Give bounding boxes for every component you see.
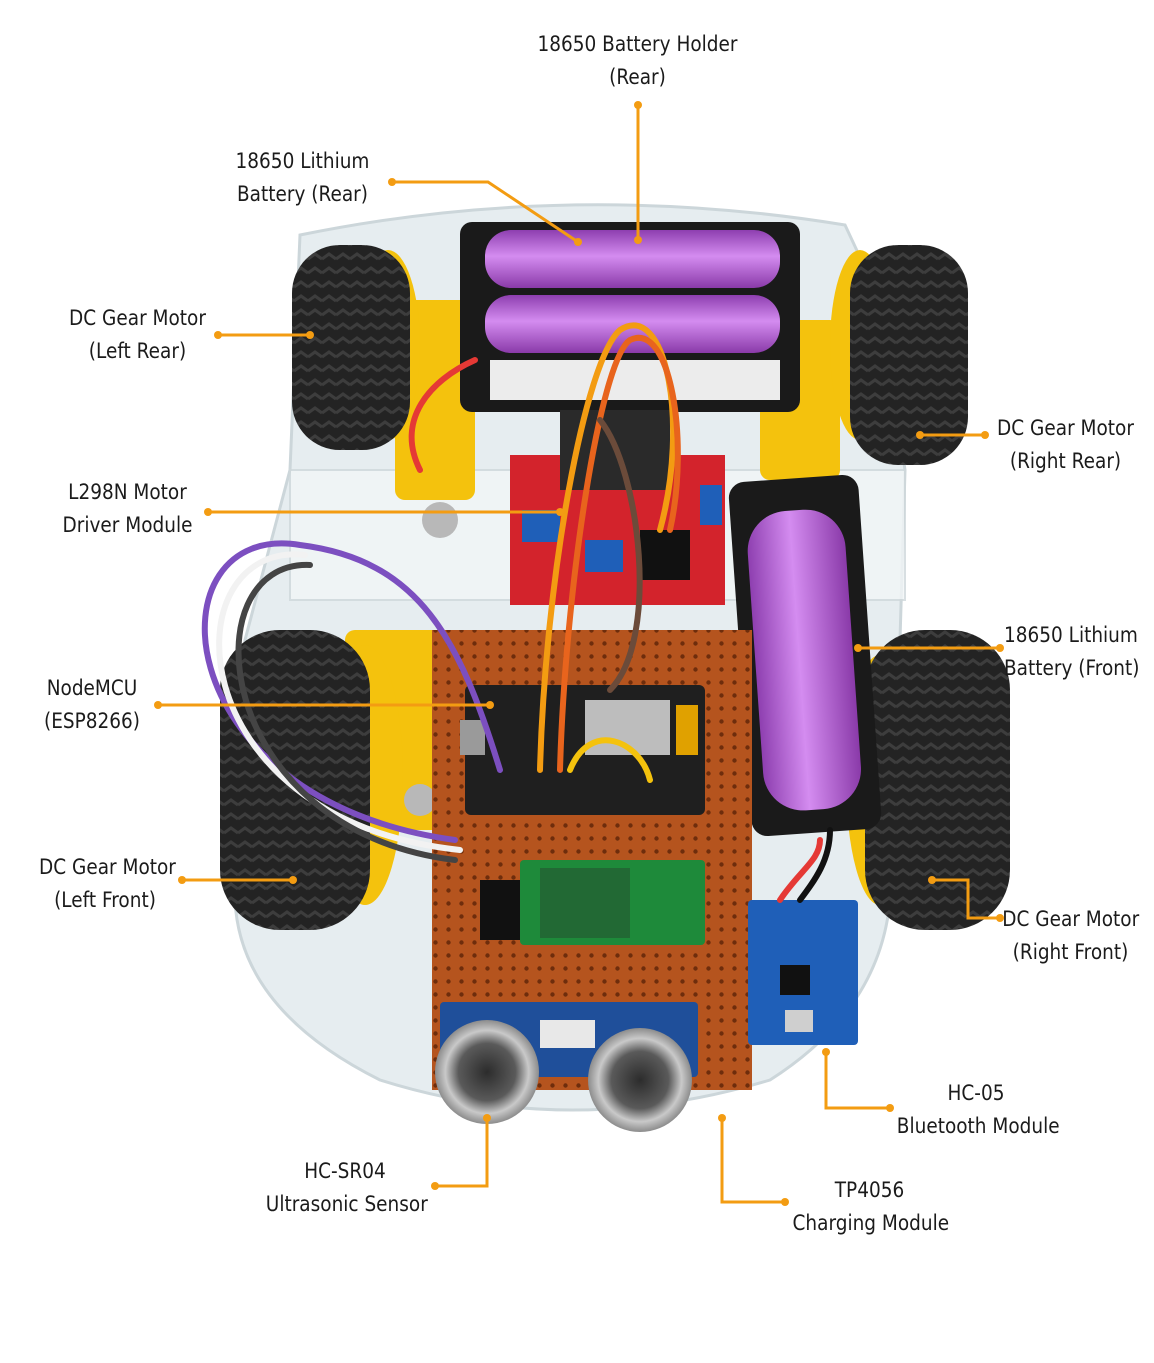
- label-line: (Left Front): [54, 888, 156, 912]
- label-line: DC Gear Motor: [1002, 907, 1140, 931]
- label-line: HC-SR04: [304, 1159, 386, 1183]
- label-line: (ESP8266): [43, 709, 141, 733]
- label-line: (Left Rear): [88, 339, 187, 363]
- label-tp4056: TP4056 Charging Module: [792, 1174, 950, 1240]
- label-line: Charging Module: [792, 1211, 950, 1235]
- label-line: HC-05: [947, 1081, 1005, 1105]
- label-hcsr04: HC-SR04 Ultrasonic Sensor: [265, 1155, 428, 1221]
- label-line: DC Gear Motor: [39, 855, 176, 879]
- label-l298n: L298N Motor Driver Module: [55, 476, 200, 542]
- label-lithium-battery-front: 18650 Lithium Battery (Front): [1004, 619, 1140, 685]
- label-motor-left-front: DC Gear Motor (Left Front): [39, 851, 176, 917]
- label-hc05: HC-05 Bluetooth Module: [896, 1077, 1060, 1143]
- hcsr04-sensor: [435, 1002, 698, 1132]
- hc05-board: [480, 860, 705, 945]
- battery-holder-rear: [460, 222, 800, 412]
- label-line: NodeMCU: [46, 676, 138, 700]
- label-motor-left-rear: DC Gear Motor (Left Rear): [65, 302, 210, 368]
- label-line: Battery (Front): [1004, 656, 1140, 680]
- label-line: DC Gear Motor: [997, 416, 1134, 440]
- jumper-wires: [201, 322, 833, 903]
- label-line: 18650 Battery Holder: [537, 32, 738, 56]
- label-line: (Rear): [609, 65, 666, 89]
- label-line: TP4056: [834, 1178, 905, 1202]
- label-line: Driver Module: [62, 513, 193, 537]
- label-line: Bluetooth Module: [896, 1114, 1060, 1138]
- label-line: 18650 Lithium: [1004, 623, 1138, 647]
- label-nodemcu: NodeMCU (ESP8266): [39, 672, 145, 738]
- label-line: (Right Front): [1012, 940, 1129, 964]
- label-motor-right-rear: DC Gear Motor (Right Rear): [993, 412, 1138, 478]
- label-battery-holder-rear: 18650 Battery Holder (Rear): [517, 28, 759, 94]
- label-line: Battery (Rear): [236, 182, 368, 206]
- label-line: 18650 Lithium: [235, 149, 370, 173]
- label-line: DC Gear Motor: [69, 306, 206, 330]
- leader-dots: [154, 101, 1004, 1206]
- label-line: Ultrasonic Sensor: [265, 1192, 428, 1216]
- battery-front: [728, 474, 882, 837]
- label-motor-right-front: DC Gear Motor (Right Front): [1002, 903, 1140, 969]
- label-lithium-battery-rear: 18650 Lithium Battery (Rear): [226, 145, 380, 211]
- l298n-board: [510, 410, 725, 605]
- leader-lines: [158, 105, 1000, 1204]
- tp4056-board: [748, 900, 858, 1045]
- label-line: L298N Motor: [68, 480, 187, 504]
- label-line: (Right Rear): [1009, 449, 1122, 473]
